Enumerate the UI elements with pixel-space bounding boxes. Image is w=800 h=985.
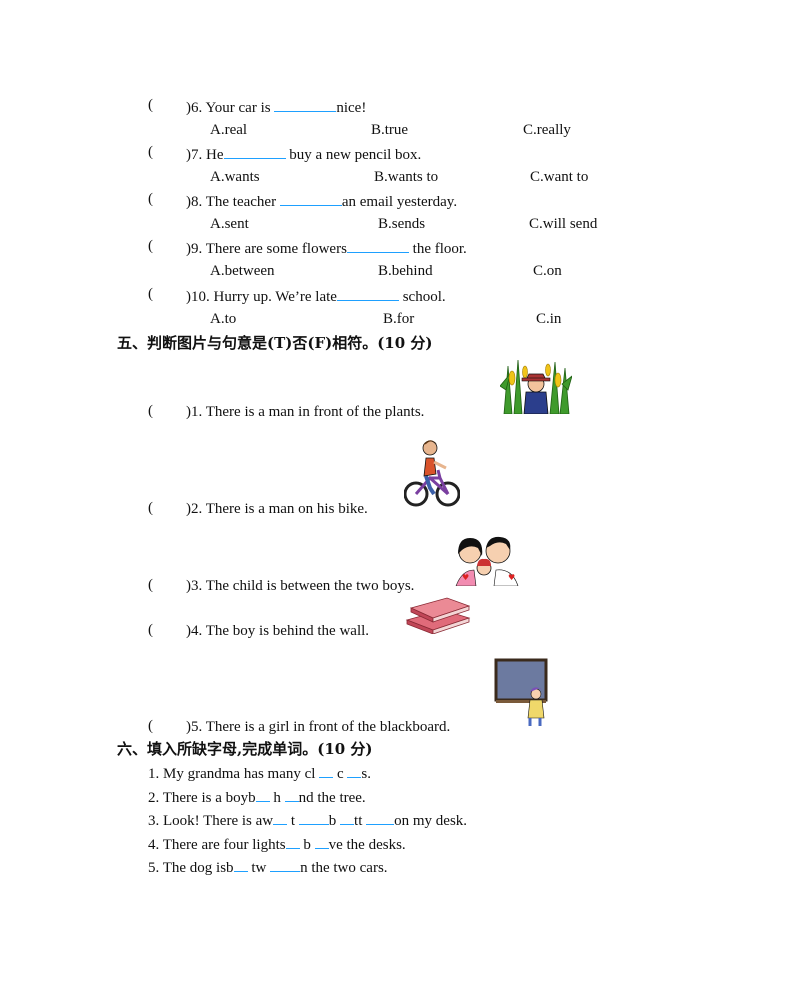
- answer-paren[interactable]: (: [148, 97, 153, 113]
- fill-item-1: 1. My grandma has many cl c s.: [148, 763, 371, 783]
- letter-blank[interactable]: [314, 834, 329, 849]
- section-6-heading: 六、填入所缺字母,完成单词。(10 分): [117, 740, 373, 758]
- question-text: an email yesterday.: [341, 194, 458, 210]
- fill-text: 2. There is a boyb: [148, 790, 256, 806]
- letter-blank[interactable]: [340, 810, 355, 825]
- man-in-cornfield-picture: [500, 356, 572, 414]
- option-b: B.true: [371, 122, 409, 138]
- girl-at-blackboard-picture: [494, 658, 548, 726]
- fill-text: 4. There are four lights: [148, 837, 286, 853]
- question-text: )6. Your car is: [186, 100, 275, 116]
- question-text: )7. He: [186, 147, 224, 163]
- answer-blank[interactable]: [279, 191, 342, 206]
- option-c: C.on: [533, 263, 562, 279]
- answer-paren[interactable]: (: [148, 238, 153, 254]
- letter-blank[interactable]: [284, 787, 299, 802]
- option-c: C.in: [536, 311, 562, 327]
- fill-item-5: 5. The dog isb tw n the two cars.: [148, 857, 388, 877]
- answer-paren[interactable]: (: [148, 144, 153, 160]
- letter-blank[interactable]: [366, 810, 395, 825]
- fill-item-2: 2. There is a boyb h nd the tree.: [148, 787, 366, 807]
- fill-text: n the two cars.: [300, 860, 388, 876]
- judge-item-1: )1. There is a man in front of the plant…: [186, 404, 425, 420]
- question-7: )7. He buy a new pencil box.: [186, 144, 421, 164]
- answer-paren[interactable]: (: [148, 286, 153, 302]
- answer-paren[interactable]: (: [148, 577, 153, 593]
- svg-text:♥: ♥: [462, 573, 469, 582]
- question-10: )10. Hurry up. We’re late school.: [186, 286, 446, 306]
- question-text: school.: [398, 289, 446, 305]
- option-c: C.want to: [530, 169, 589, 185]
- fill-text: tw: [247, 860, 271, 876]
- fill-text: h: [269, 790, 285, 806]
- option-c: C.really: [523, 122, 571, 138]
- fill-text: c: [333, 766, 348, 782]
- section-5-heading: 五、判断图片与句意是(T)否(F)相符。(10 分): [117, 334, 433, 352]
- option-b: B.for: [383, 311, 415, 327]
- judge-item-4: )4. The boy is behind the wall.: [186, 623, 370, 639]
- answer-paren[interactable]: (: [148, 191, 153, 207]
- answer-paren[interactable]: (: [148, 500, 153, 516]
- books-picture: [405, 597, 471, 634]
- question-text: nice!: [336, 100, 367, 116]
- judge-item-2: )2. There is a man on his bike.: [186, 501, 368, 517]
- fill-text: on my desk.: [394, 813, 468, 829]
- option-a: A.sent: [210, 216, 249, 232]
- letter-blank[interactable]: [298, 810, 329, 825]
- fill-text: tt: [354, 813, 367, 829]
- answer-blank[interactable]: [274, 97, 337, 112]
- fill-text: 1. My grandma has many cl: [148, 766, 320, 782]
- letter-blank[interactable]: [273, 810, 288, 825]
- fill-text: ve the desks.: [328, 837, 406, 853]
- option-a: A.between: [210, 263, 275, 279]
- question-text: )10. Hurry up. We’re late: [186, 289, 337, 305]
- fill-text: b: [328, 813, 341, 829]
- option-a: A.wants: [210, 169, 260, 185]
- fill-text: b: [299, 837, 315, 853]
- letter-blank[interactable]: [319, 763, 334, 778]
- answer-paren[interactable]: (: [148, 403, 153, 419]
- answer-blank[interactable]: [346, 238, 409, 253]
- question-text: )8. The teacher: [186, 194, 280, 210]
- fill-text: 5. The dog isb: [148, 860, 234, 876]
- answer-blank[interactable]: [223, 144, 286, 159]
- option-c: C.will send: [529, 216, 598, 232]
- question-text: the floor.: [408, 241, 467, 257]
- answer-blank[interactable]: [336, 286, 399, 301]
- question-8: )8. The teacher an email yesterday.: [186, 191, 457, 211]
- letter-blank[interactable]: [270, 857, 301, 872]
- question-9: )9. There are some flowers the floor.: [186, 238, 467, 258]
- svg-text:♥: ♥: [508, 573, 515, 582]
- question-text: )9. There are some flowers: [186, 241, 347, 257]
- judge-item-3: )3. The child is between the two boys.: [186, 578, 415, 594]
- fill-item-3: 3. Look! There is aw t b tt on my desk.: [148, 810, 467, 830]
- question-6: )6. Your car is nice!: [186, 97, 366, 117]
- fill-text: s.: [361, 766, 371, 782]
- answer-paren[interactable]: (: [148, 622, 153, 638]
- option-b: B.wants to: [374, 169, 439, 185]
- letter-blank[interactable]: [233, 857, 248, 872]
- fill-text: 3. Look! There is aw: [148, 813, 274, 829]
- option-a: A.real: [210, 122, 248, 138]
- fill-item-4: 4. There are four lights b ve the desks.: [148, 834, 406, 854]
- man-on-bike-picture: [404, 440, 460, 507]
- answer-paren[interactable]: (: [148, 718, 153, 734]
- fill-text: nd the tree.: [298, 790, 366, 806]
- letter-blank[interactable]: [347, 763, 362, 778]
- option-a: A.to: [210, 311, 237, 327]
- letter-blank[interactable]: [285, 834, 300, 849]
- question-text: buy a new pencil box.: [285, 147, 422, 163]
- letter-blank[interactable]: [255, 787, 270, 802]
- family-with-child-picture: ♥ ♥: [455, 536, 519, 586]
- fill-text: t: [287, 813, 299, 829]
- judge-item-5: )5. There is a girl in front of the blac…: [186, 719, 451, 735]
- option-b: B.sends: [378, 216, 426, 232]
- option-b: B.behind: [378, 263, 433, 279]
